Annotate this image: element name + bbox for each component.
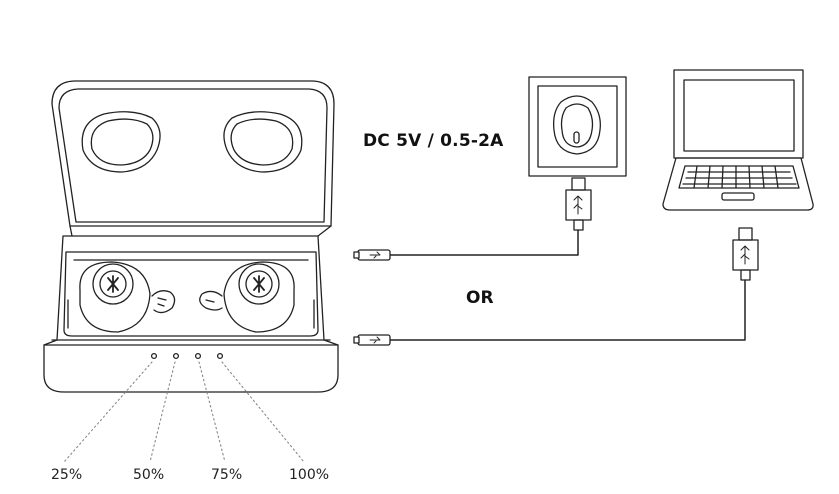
led-25	[150, 352, 158, 360]
earbud-right	[199, 261, 295, 333]
or-label: OR	[466, 288, 494, 308]
lid-cavity-left	[81, 111, 161, 173]
battery-level-50: 50%	[133, 467, 165, 483]
power-spec-label: DC 5V / 0.5-2A	[363, 131, 504, 151]
usb-cable-adapter	[353, 229, 579, 261]
led-100	[216, 352, 224, 360]
charging-case	[43, 80, 339, 393]
earbud-left	[79, 261, 176, 333]
battery-level-25: 25%	[51, 467, 83, 483]
lid-cavity-right	[223, 111, 303, 173]
battery-level-75: 75%	[211, 467, 243, 483]
led-leader-lines	[63, 361, 305, 463]
battery-led-indicators	[150, 352, 224, 360]
adapter-usb-plug	[565, 177, 592, 231]
usb-cable-laptop	[353, 279, 746, 346]
led-75	[194, 352, 202, 360]
battery-level-100: 100%	[289, 467, 330, 483]
case-lid	[51, 80, 335, 227]
led-50	[172, 352, 180, 360]
laptop-usb-plug	[732, 227, 759, 281]
case-base	[43, 235, 339, 393]
wall-adapter	[528, 76, 627, 177]
laptop	[662, 69, 814, 211]
